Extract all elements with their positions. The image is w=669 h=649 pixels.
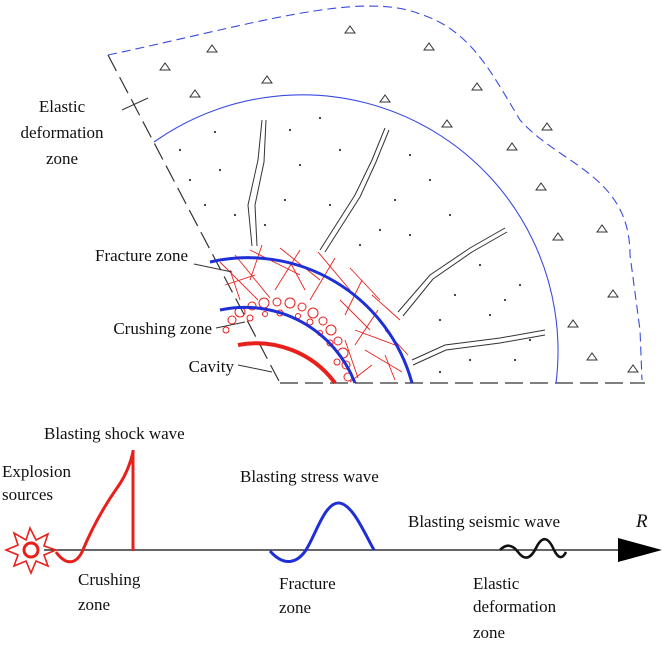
crushing-zone-sub-line2: zone (78, 595, 110, 614)
shock-wave-label: Blasting shock wave (44, 424, 185, 443)
explosion-label-line1: Explosion (2, 462, 71, 481)
cavity-leader (237, 364, 273, 373)
cavity-label: Cavity (189, 357, 235, 376)
stress-wave-label: Blasting stress wave (240, 467, 379, 486)
rock-dots (178, 116, 532, 374)
fracture-zone-leader (193, 263, 233, 273)
left-radial-edge (107, 54, 281, 384)
crushing-zone-boundary (219, 305, 357, 384)
elastic-leader (121, 97, 149, 111)
crushing-zone-label: Crushing zone (113, 319, 212, 338)
stress-wave-curve (268, 501, 376, 563)
fracture-zone-label: Fracture zone (95, 246, 188, 265)
elastic-zone-sub-line2: deformation (473, 597, 557, 616)
zone-map: Elastic deformation zone Fracture zone C… (20, 5, 645, 385)
r-axis-label: R (635, 511, 648, 532)
rock-triangles (159, 25, 639, 373)
explosion-label-line2: sources (2, 485, 53, 504)
shock-wave-curve (54, 451, 135, 564)
crushing-zone-sub-line1: Crushing (78, 570, 141, 589)
elastic-zone-outer-boundary (107, 5, 643, 381)
fracture-zone-sub-line2: zone (279, 598, 311, 617)
explosion-core-icon (22, 541, 40, 559)
seismic-wave-label: Blasting seismic wave (408, 512, 560, 531)
elastic-label-line1: Elastic (39, 97, 86, 116)
elastic-label-line2: deformation (20, 123, 104, 142)
elastic-inner-boundary (153, 94, 559, 384)
fracture-zone-sub-line1: Fracture (279, 574, 336, 593)
cavity-boundary (237, 341, 337, 385)
elastic-zone-sub-line1: Elastic (473, 574, 520, 593)
radial-cracks (247, 119, 546, 366)
elastic-label-line3: zone (46, 149, 78, 168)
crushing-zone-leader (215, 321, 246, 329)
explosion-source-icon (3, 525, 59, 576)
wave-propagation: R Blasting shock wave Explosion sources … (2, 424, 662, 642)
elastic-zone-sub-line3: zone (473, 623, 505, 642)
seismic-wave-curve (499, 537, 568, 559)
fracture-zone-boundary (209, 256, 414, 384)
r-axis-arrowhead (618, 538, 662, 562)
